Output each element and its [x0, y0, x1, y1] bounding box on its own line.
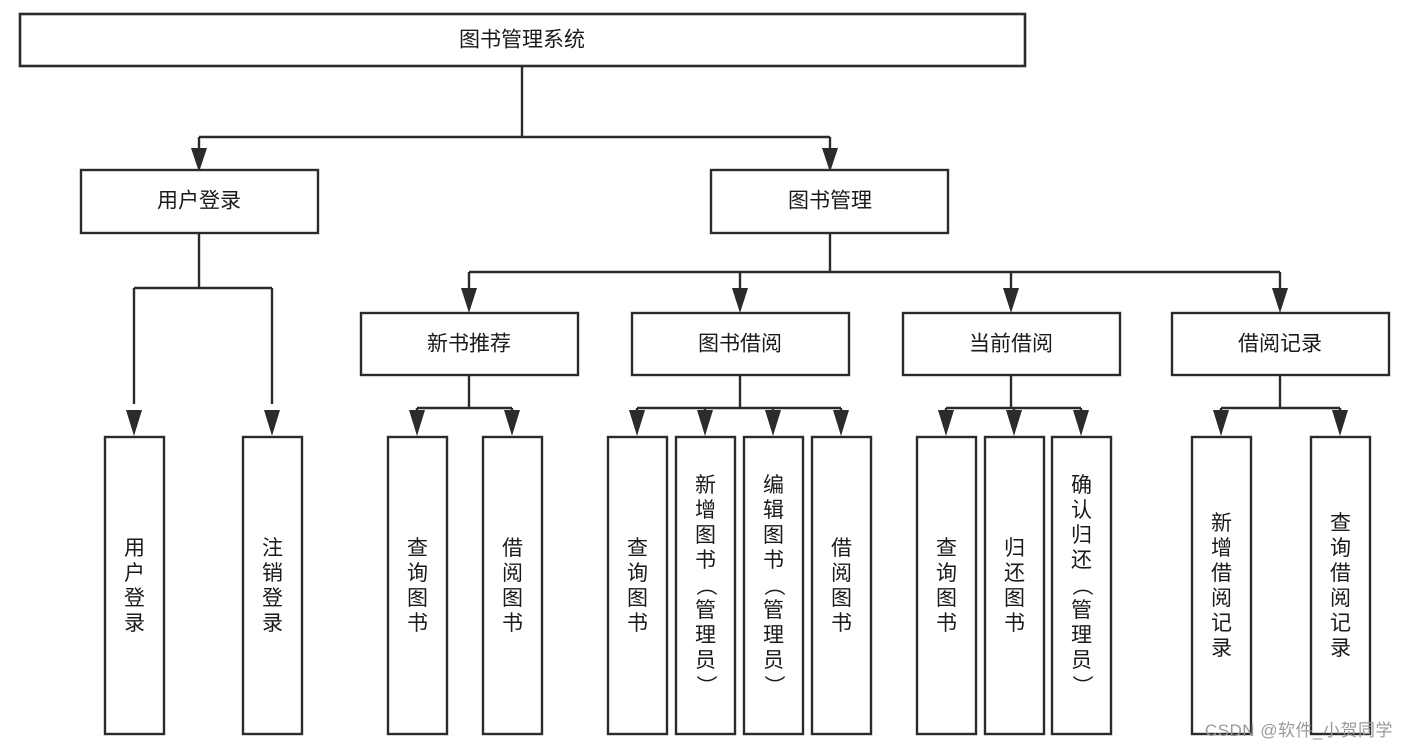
arrow-head-to-user-login	[191, 148, 207, 172]
label-current-borrow: 当前借阅	[969, 333, 1053, 356]
node-leaf-confirm-return[interactable]	[1050, 435, 1113, 736]
connector-currentborrow-bus	[944, 375, 1083, 412]
arrow-head-leaf-add-book	[697, 410, 713, 436]
arrow-head-leaf-edit-book	[765, 410, 781, 436]
arrow-head-leaf-query-book-3	[938, 410, 954, 436]
arrow-head-leaf-add-record	[1213, 410, 1229, 436]
node-leaf-add-book[interactable]	[674, 435, 737, 736]
node-root-system[interactable]	[18, 12, 1027, 68]
node-leaf-query-book-2[interactable]	[606, 435, 669, 736]
arrow-head-leaf-logout	[264, 410, 280, 436]
label-user-login: 用户登录	[157, 190, 241, 213]
node-layer	[18, 12, 1391, 736]
node-book-borrow[interactable]	[630, 311, 851, 377]
node-leaf-add-borrow-record[interactable]	[1190, 435, 1253, 736]
arrow-head-to-new-book-rec	[461, 288, 477, 313]
connector-bookborrow-bus	[635, 375, 843, 412]
arrow-head-to-book-borrow	[732, 288, 748, 313]
arrow-head-leaf-borrow-book-1	[504, 410, 520, 436]
connector-layer	[126, 66, 1348, 436]
connector-borrowrecord-bus	[1219, 375, 1342, 412]
arrow-head-to-book-mgmt	[822, 148, 838, 172]
label-book-management: 图书管理	[788, 190, 872, 213]
label-layer-horizontal: 图书管理系统 用户登录 图书管理 新书推荐 图书借阅 当前借阅 借阅记录	[157, 29, 1322, 356]
arrow-head-leaf-return-book	[1006, 410, 1022, 436]
node-leaf-logout[interactable]	[241, 435, 304, 736]
node-leaf-query-borrow-record[interactable]	[1309, 435, 1372, 736]
arrow-head-leaf-query-record	[1332, 410, 1348, 436]
label-new-book-recommend: 新书推荐	[427, 333, 511, 356]
watermark-text: CSDN @软件_小贺同学	[1204, 721, 1393, 740]
node-new-book-recommend[interactable]	[359, 311, 580, 377]
label-root-system: 图书管理系统	[459, 29, 585, 52]
arrow-head-leaf-user-login	[126, 410, 142, 436]
arrow-head-leaf-query-book-2	[629, 410, 645, 436]
arrow-head-to-borrow-record	[1272, 288, 1288, 313]
label-book-borrow: 图书借阅	[698, 333, 782, 356]
node-leaf-borrow-book-1[interactable]	[481, 435, 544, 736]
node-leaf-borrow-book-2[interactable]	[810, 435, 873, 736]
node-book-management[interactable]	[709, 168, 950, 235]
node-borrow-record[interactable]	[1170, 311, 1391, 377]
node-leaf-query-book-1[interactable]	[386, 435, 449, 736]
connector-bookmgmt-bus	[467, 233, 1282, 300]
node-leaf-user-login[interactable]	[103, 435, 166, 736]
connector-newbook-bus	[415, 375, 514, 412]
node-leaf-query-book-3[interactable]	[915, 435, 978, 736]
arrow-head-leaf-confirm-return	[1073, 410, 1089, 436]
label-borrow-record: 借阅记录	[1238, 333, 1322, 356]
node-leaf-edit-book[interactable]	[742, 435, 805, 736]
node-current-borrow[interactable]	[901, 311, 1122, 377]
arrow-head-leaf-query-book-1	[409, 410, 425, 436]
arrow-head-to-current-borrow	[1003, 288, 1019, 313]
node-user-login[interactable]	[79, 168, 320, 235]
node-leaf-return-book[interactable]	[983, 435, 1046, 736]
arrow-head-leaf-borrow-book-2	[833, 410, 849, 436]
connector-root-to-level2	[197, 66, 832, 160]
connector-userlogin-bus	[132, 233, 274, 404]
